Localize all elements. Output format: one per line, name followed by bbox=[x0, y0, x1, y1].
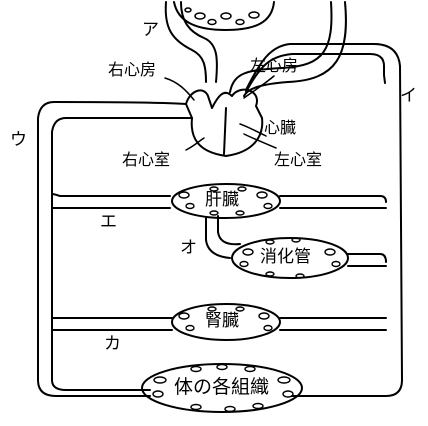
label-kidney: 腎臓 bbox=[203, 311, 241, 331]
label-right-ventricle: 右心室 bbox=[122, 150, 171, 169]
label-o: オ bbox=[180, 238, 197, 258]
pulmonary-artery bbox=[164, 1, 218, 83]
label-ka: カ bbox=[104, 334, 121, 354]
vena-cava-outer bbox=[37, 101, 187, 397]
kidney-vessel-left bbox=[51, 317, 173, 331]
label-u: ウ bbox=[10, 130, 27, 150]
kidney-vessel-right bbox=[279, 317, 387, 331]
liver-capillary-cells bbox=[178, 186, 273, 216]
heart bbox=[185, 88, 264, 157]
lung-capillary bbox=[173, 1, 275, 31]
label-left-ventricle: 左心室 bbox=[274, 150, 323, 169]
pulmonary-vein bbox=[229, 1, 347, 97]
kidney-capillary bbox=[171, 303, 281, 341]
kidney-capillary-cells bbox=[178, 306, 273, 332]
liver-vessel-right bbox=[279, 195, 387, 209]
label-left-atrium: 左心房 bbox=[250, 56, 299, 75]
label-i: イ bbox=[400, 86, 417, 106]
digestive-capillary bbox=[231, 237, 349, 279]
digestive-vessel-right bbox=[347, 253, 387, 267]
label-tissues: 体の各組織 bbox=[172, 376, 272, 398]
label-e: エ bbox=[100, 212, 117, 232]
vena-cava-inner bbox=[51, 116, 193, 391]
label-heart: 心臓 bbox=[264, 118, 297, 137]
label-right-atrium: 右心房 bbox=[108, 60, 157, 79]
label-a: ア bbox=[142, 20, 159, 40]
portal-vein bbox=[205, 215, 241, 259]
digestive-capillary-cells bbox=[239, 237, 341, 279]
liver-capillary bbox=[171, 183, 281, 219]
label-pointers bbox=[164, 75, 277, 151]
label-digestive: 消化管 bbox=[258, 247, 313, 267]
tissues-capillary-cells bbox=[152, 363, 294, 413]
label-liver: 肝臓 bbox=[203, 190, 241, 210]
aorta-descending-outer bbox=[245, 43, 403, 397]
aorta-upper bbox=[245, 53, 386, 93]
liver-vessel-left bbox=[51, 193, 171, 209]
